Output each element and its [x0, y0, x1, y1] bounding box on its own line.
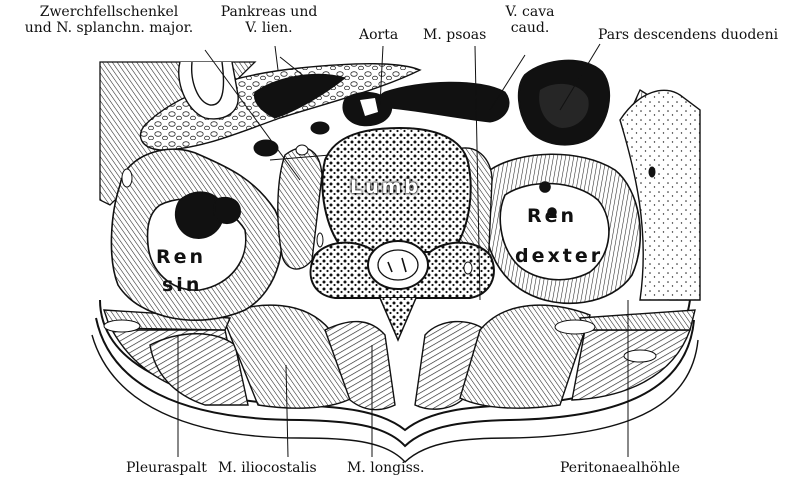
label-zwerchfell-line1: Zwerchfellschenkel [6, 4, 212, 20]
label-vcava-line2: caud. [496, 20, 564, 36]
label-ren-dexter-1: Ren [527, 205, 577, 227]
label-ren-sin-1: Ren [156, 246, 206, 268]
label-zwerchfellschenkel: Zwerchfellschenkel und N. splanchn. majo… [6, 4, 212, 36]
vena-cava [380, 82, 509, 122]
label-duodeni: Pars descendens duodeni [598, 27, 778, 43]
label-zwerchfell-line2: und N. splanchn. major. [6, 20, 212, 36]
label-pankreas-line1: Pankreas und [212, 4, 326, 20]
label-ren-sin-2: sin [162, 274, 202, 296]
label-psoas: M. psoas [423, 27, 486, 43]
label-aorta: Aorta [359, 27, 398, 43]
label-pankreas: Pankreas und V. lien. [212, 4, 326, 36]
right-kidney [484, 154, 640, 303]
label-iliocostalis: M. iliocostalis [218, 460, 317, 476]
label-ren-dexter-2: dexter [515, 245, 603, 267]
label-pankreas-line2: V. lien. [212, 20, 326, 36]
label-pleuraspalt: Pleuraspalt [126, 460, 207, 476]
label-longiss: M. longiss. [347, 460, 424, 476]
label-vcava-line1: V. cava [496, 4, 564, 20]
label-vena-cava: V. cava caud. [496, 4, 564, 36]
label-lumb: Lumb [350, 176, 421, 198]
label-peritonaealhoehle: Peritonaealhöhle [560, 460, 680, 476]
